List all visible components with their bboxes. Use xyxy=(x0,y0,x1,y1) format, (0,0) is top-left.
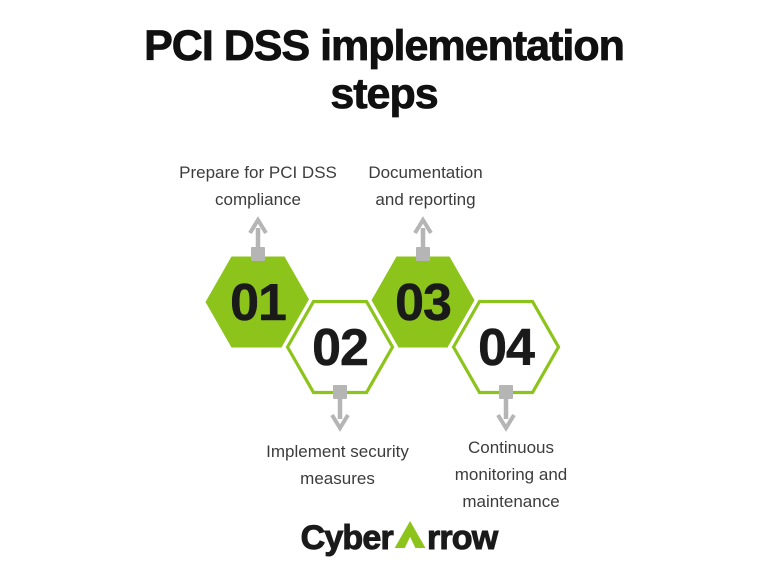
step2-number: 02 xyxy=(312,319,369,378)
step3-hexagon xyxy=(370,256,476,348)
cyberarrow-logo: Cyber rrow xyxy=(300,519,499,557)
step4-label: Continuous monitoring and maintenance xyxy=(454,438,568,511)
step4-hexagon xyxy=(451,299,561,395)
step1-up-arrow-icon xyxy=(248,216,268,261)
step3-number: 03 xyxy=(395,274,452,333)
step1-hexagon xyxy=(205,256,311,348)
logo-text-cyber: Cyber xyxy=(300,519,394,557)
step4-number: 04 xyxy=(478,319,535,378)
step1-number: 01 xyxy=(230,274,287,333)
step4-down-arrow-icon xyxy=(496,385,516,432)
step2-label: Implement security measures xyxy=(266,442,409,488)
step2-down-arrow-icon xyxy=(330,385,350,432)
step3-up-arrow-icon xyxy=(413,216,433,261)
page-title: PCI DSS implementation steps xyxy=(144,22,626,119)
step1-label: Prepare for PCI DSS compliance xyxy=(179,163,337,209)
step2-hexagon xyxy=(285,299,395,395)
logo-arrow-icon xyxy=(395,521,426,548)
logo-text-rrow: rrow xyxy=(426,519,498,557)
step3-label: Documentation and reporting xyxy=(368,163,483,209)
